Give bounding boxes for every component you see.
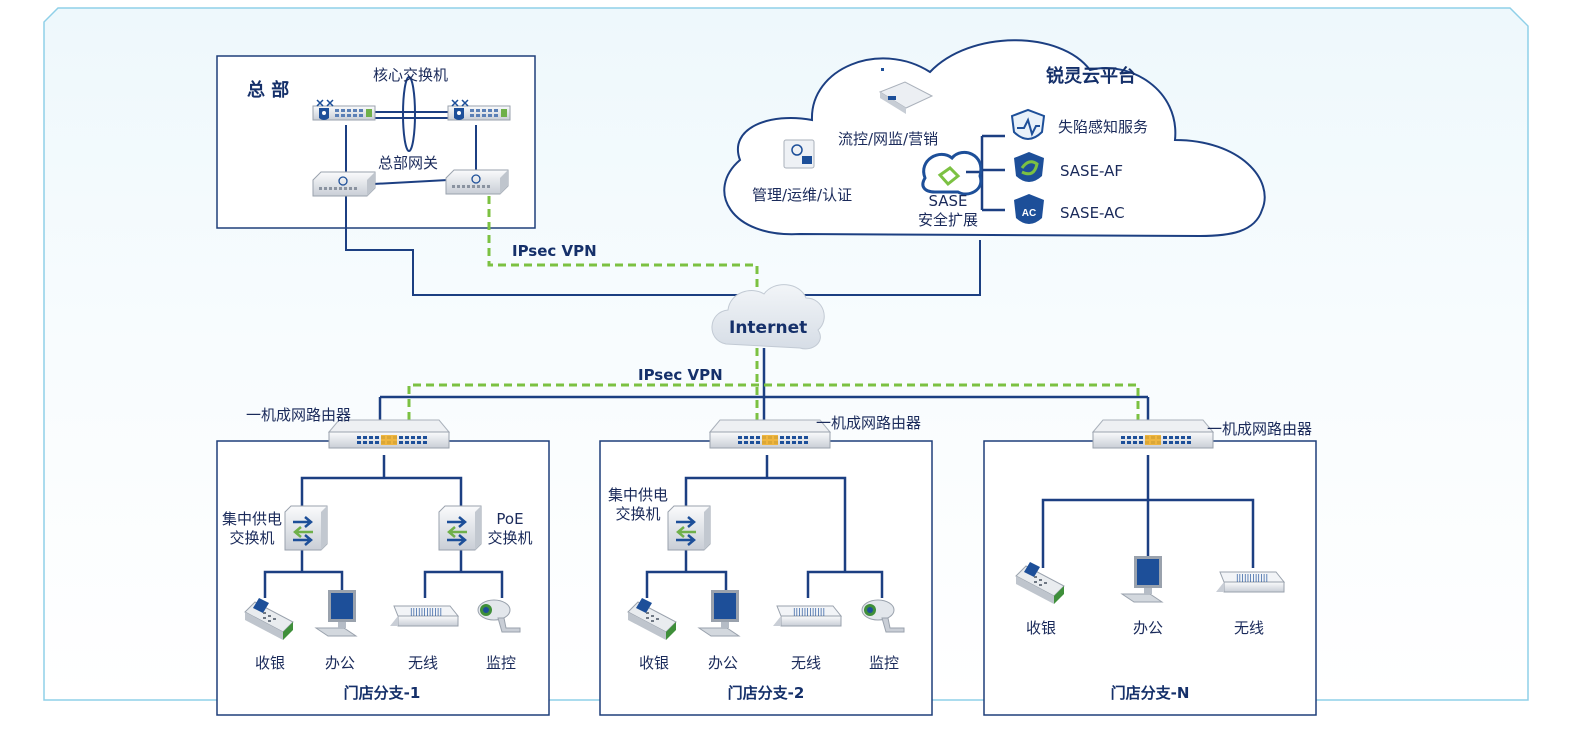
- vpn-label-bottom: IPsec VPN: [638, 366, 723, 384]
- branch-1-switch-a-line2: 交换机: [229, 529, 275, 547]
- sase-label-line2: 安全扩展: [917, 211, 979, 229]
- gw-link: [372, 179, 449, 185]
- internet-label: Internet: [729, 318, 808, 338]
- management-label: 管理/运维/认证: [752, 186, 853, 204]
- branch-1-box: [216, 440, 550, 716]
- branch-1-switch-b-line1: PoE: [496, 510, 524, 528]
- branch-2-name: 门店分支-2: [727, 684, 805, 702]
- branch-2-device-camera: 监控: [868, 654, 900, 672]
- branch-n-device-wireless: 无线: [1233, 619, 1265, 637]
- sase-af-icon: [1014, 152, 1044, 182]
- hq-box: [216, 55, 536, 229]
- ap-icon-1: [389, 605, 459, 627]
- poe-switch-1: [437, 504, 483, 552]
- branch-n-device-office: 办公: [1132, 619, 1164, 637]
- sase-ac-badge: AC: [1022, 208, 1036, 219]
- service-sase-ac: SASE-AC: [1060, 204, 1125, 222]
- internet-cloud: [711, 284, 825, 350]
- branch-1-device-office: 办公: [324, 654, 356, 672]
- vpn-hq-dashed: [487, 196, 759, 290]
- core-switch-label: 核心交换机: [373, 66, 449, 84]
- poe-central-switch-2: [666, 504, 712, 552]
- threat-sense-icon: [1010, 108, 1046, 140]
- branch-2-switch-a-label: 集中供电 交换机: [608, 486, 668, 524]
- vpn-label-top: IPsec VPN: [512, 242, 597, 260]
- sase-icon: [921, 151, 983, 196]
- building-icon: [878, 68, 934, 114]
- branch-n-router-label: 一机成网路由器: [1207, 420, 1313, 438]
- branch-2-device-wireless: 无线: [790, 654, 822, 672]
- gateway-right: [445, 169, 509, 195]
- branch-n-device-pos: 收银: [1025, 619, 1057, 637]
- branch-2-switch-a-line2: 交换机: [615, 505, 661, 523]
- branch-1-router-label: 一机成网路由器: [246, 406, 352, 424]
- sase-label: SASE 安全扩展: [918, 192, 978, 230]
- hq-title: 总 部: [247, 80, 290, 101]
- branch-1-device-pos: 收银: [254, 654, 286, 672]
- router-branch-n: [1092, 419, 1214, 449]
- cloud-title: 锐灵云平台: [1046, 66, 1136, 87]
- management-icon: [783, 139, 815, 169]
- cloud-shape: [723, 39, 1266, 238]
- service-sase-af: SASE-AF: [1060, 162, 1124, 180]
- branch-2-router-label: 一机成网路由器: [816, 414, 922, 432]
- branch-n-name: 门店分支-N: [1110, 684, 1190, 702]
- branch-1-switch-b-line2: 交换机: [487, 529, 533, 547]
- branch-1-device-camera: 监控: [485, 654, 517, 672]
- hq-internet-link: [345, 196, 981, 296]
- vpn-branch-dashed: [407, 383, 1140, 420]
- branch-1-device-wireless: 无线: [407, 654, 439, 672]
- branch-2-device-pos: 收银: [638, 654, 670, 672]
- poe-central-switch-1: [283, 504, 329, 552]
- branch-2-device-office: 办公: [707, 654, 739, 672]
- branch-1-switch-b-label: PoE 交换机: [487, 510, 532, 548]
- gateway-left: [312, 171, 376, 197]
- branch-2-box: [599, 440, 933, 716]
- router-branch-2: [709, 419, 831, 449]
- branch-2-switch-a-line1: 集中供电: [607, 486, 669, 504]
- service-threat-sense: 失陷感知服务: [1058, 118, 1149, 136]
- branch-1-switch-a-line1: 集中供电: [221, 510, 283, 528]
- hq-gateway-label: 总部网关: [378, 154, 439, 172]
- traffic-label: 流控/网监/营销: [838, 130, 939, 148]
- ap-icon-2: [772, 605, 842, 627]
- stack-ring: [402, 76, 416, 152]
- sase-label-line1: SASE: [928, 192, 968, 210]
- branch-1-name: 门店分支-1: [343, 684, 421, 702]
- sase-ac-icon: [1014, 194, 1044, 224]
- branch-1-switch-a-label: 集中供电 交换机: [222, 510, 282, 548]
- ap-icon-n: [1215, 571, 1285, 593]
